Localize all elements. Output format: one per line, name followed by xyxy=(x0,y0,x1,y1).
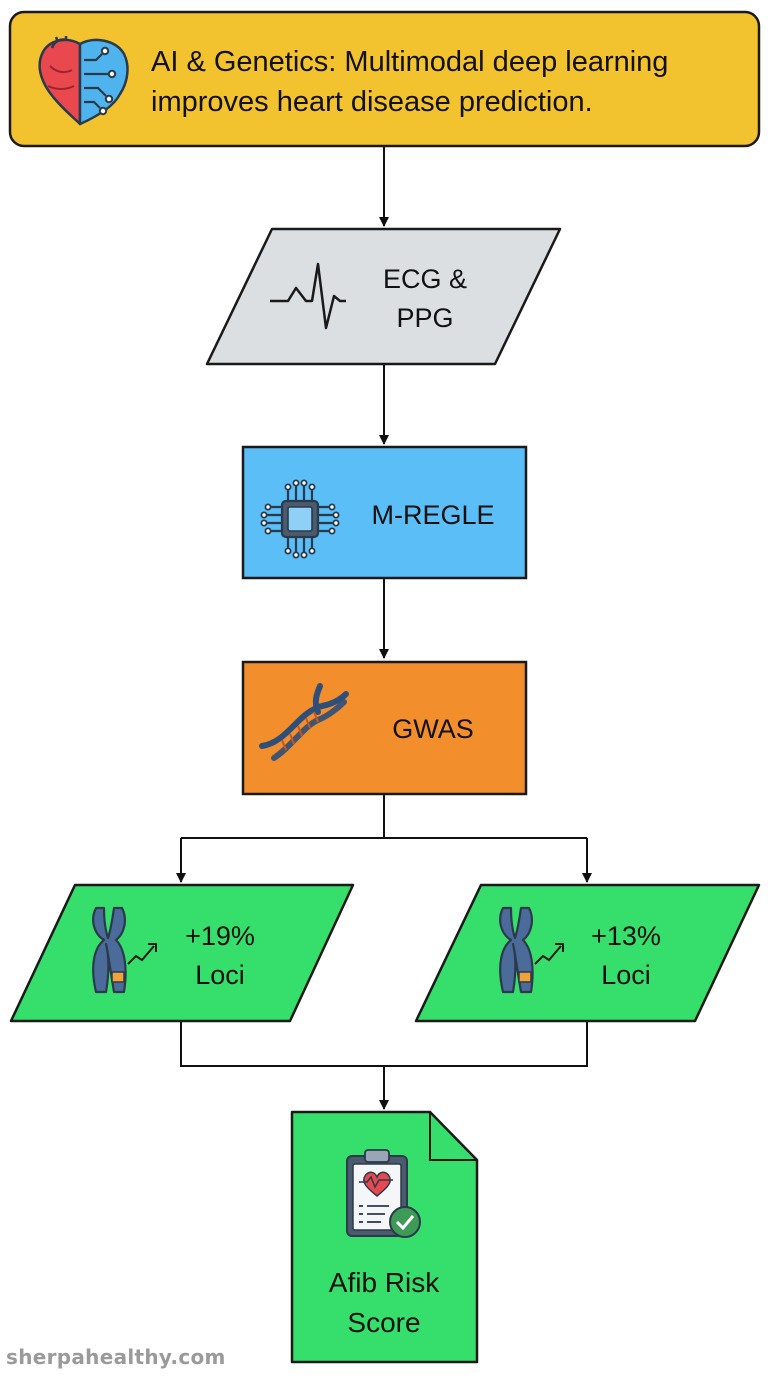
result-right-line-2: Loci xyxy=(601,960,651,990)
analysis-node-shape xyxy=(241,660,528,796)
title-box-shape xyxy=(8,10,761,148)
clipboard-heart-check-icon xyxy=(346,1149,421,1238)
analysis-node: GWAS xyxy=(241,660,528,796)
input-node-shape xyxy=(205,227,562,366)
input-label-line-2: PPG xyxy=(396,303,453,333)
result-left-line-2: Loci xyxy=(195,960,245,990)
analysis-label: GWAS xyxy=(392,714,474,744)
dna-icon xyxy=(259,683,349,761)
result-left-node: +19% Loci xyxy=(9,883,355,1023)
input-node: ECG & PPG xyxy=(205,227,562,366)
chromosome-trend-icon xyxy=(92,906,157,994)
result-right-line-1: +13% xyxy=(591,921,661,951)
output-label-line-2: Score xyxy=(347,1307,420,1338)
connectors xyxy=(176,146,592,1110)
heart-brain-icon xyxy=(38,36,129,126)
model-label: M-REGLE xyxy=(371,500,494,530)
title-line-1: AI & Genetics: Multimodal deep learning xyxy=(151,46,668,78)
ecg-waveform-icon xyxy=(270,262,346,330)
title-box: AI & Genetics: Multimodal deep learning … xyxy=(8,10,761,148)
merge-line xyxy=(180,1021,588,1067)
result-right-node: +13% Loci xyxy=(414,883,761,1023)
input-label-line-1: ECG & xyxy=(383,264,467,294)
result-left-line-1: +19% xyxy=(185,921,255,951)
watermark: sherpahealthy.com xyxy=(6,1345,226,1369)
result-left-node-shape xyxy=(9,883,355,1023)
document-fold xyxy=(429,1112,477,1161)
output-label-line-1: Afib Risk xyxy=(329,1267,440,1298)
result-right-node-shape xyxy=(414,883,761,1023)
chromosome-trend-icon xyxy=(499,906,564,994)
model-node: M-REGLE xyxy=(241,445,528,580)
ai-chip-icon xyxy=(260,479,340,559)
title-line-2: improves heart disease prediction. xyxy=(151,86,593,118)
output-node: Afib Risk Score xyxy=(290,1110,479,1364)
